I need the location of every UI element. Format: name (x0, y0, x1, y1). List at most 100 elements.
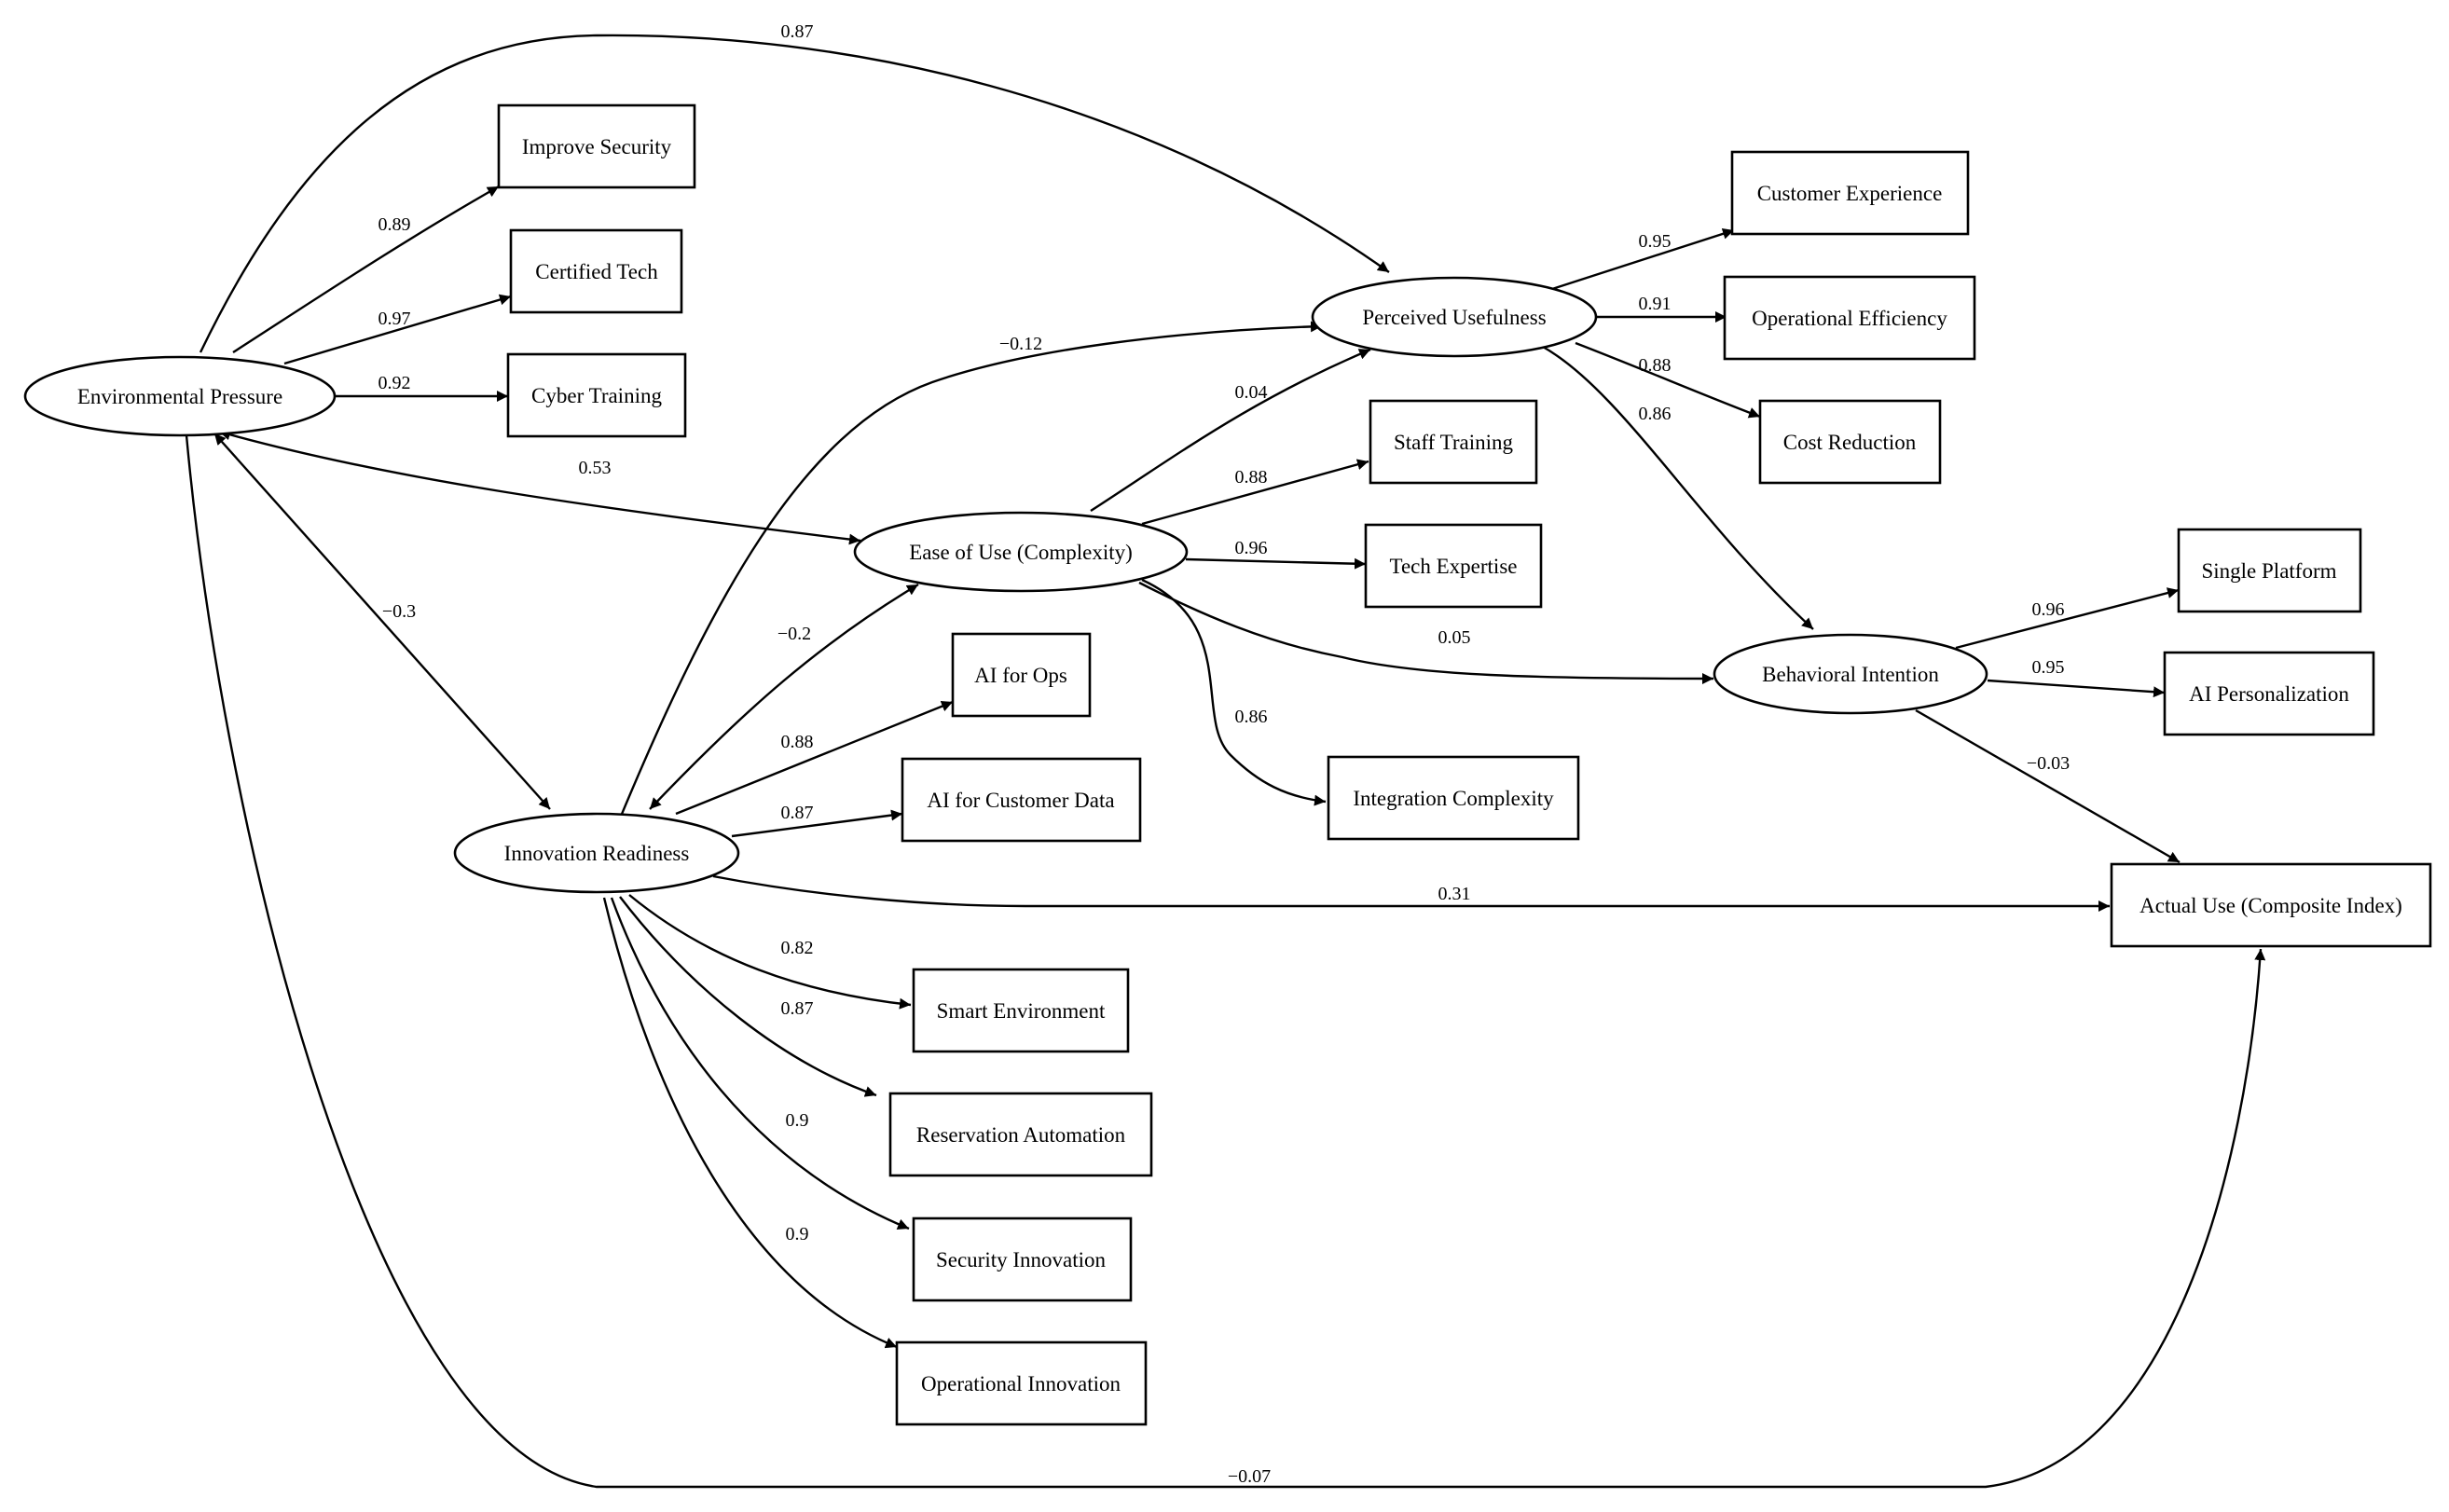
edge-label-innovation-readiness-ease-of-use: −0.2 (777, 624, 811, 644)
node-cost-reduction[interactable]: Cost Reduction (1758, 399, 1942, 485)
edge-innovation-readiness-to-actual-use (712, 874, 2110, 912)
indicator-nodes: Improve Security Certified Tech Cyber Tr… (497, 103, 2432, 1426)
node-actual-use[interactable]: Actual Use (Composite Index) (2110, 862, 2432, 948)
node-label-smart-environment: Smart Environment (937, 999, 1106, 1023)
node-operational-innovation[interactable]: Operational Innovation (895, 1340, 1148, 1426)
node-ease-of-use[interactable]: Ease of Use (Complexity) (853, 511, 1189, 593)
edge-innovation-readiness-to-security-innovation (610, 897, 910, 1230)
edge-behavioral-intention-to-actual-use (1915, 708, 2181, 864)
node-cyber-training[interactable]: Cyber Training (506, 352, 687, 438)
node-ai-personalization[interactable]: AI Personalization (2163, 651, 2375, 736)
edge-label-innovation-readiness-to-security-innovation: 0.9 (786, 1110, 809, 1131)
edge-perceived-usefulness-to-behavioral-intention (1542, 345, 1814, 630)
node-label-actual-use: Actual Use (Composite Index) (2139, 894, 2402, 917)
edge-ease-of-use-to-perceived-usefulness (1090, 348, 1371, 513)
node-label-improve-security: Improve Security (522, 135, 672, 158)
edge-ease-of-use-to-behavioral-intention (1138, 581, 1714, 684)
edge-label-ease-of-use-to-tech-expertise: 0.96 (1235, 538, 1268, 558)
edge-label-perceived-usefulness-to-customer-experience: 0.95 (1639, 231, 1672, 252)
edge-innovation-readiness-to-smart-environment (628, 894, 912, 1010)
edge-innovation-readiness-to-ai-for-ops (675, 700, 954, 816)
edge-label-perceived-usefulness-to-behavioral-intention: 0.86 (1639, 404, 1672, 424)
node-label-perceived-usefulness: Perceived Usefulness (1362, 306, 1546, 329)
edge-label-behavioral-intention-to-single-platform: 0.96 (2032, 599, 2065, 620)
node-ai-for-ops[interactable]: AI for Ops (951, 632, 1092, 718)
edge-label-ease-of-use-to-integration-complexity: 0.86 (1235, 707, 1268, 727)
node-tech-expertise[interactable]: Tech Expertise (1364, 523, 1543, 609)
node-perceived-usefulness[interactable]: Perceived Usefulness (1311, 276, 1598, 358)
edge-innovation-readiness-to-operational-innovation (602, 897, 898, 1349)
edge-label-innovation-readiness-to-reservation-automation: 0.87 (781, 998, 814, 1019)
edge-env-pressure-ease-of-use-covariance (218, 429, 861, 545)
edge-label-innovation-readiness-to-ai-for-customer-data: 0.87 (781, 803, 814, 823)
edge-label-innovation-readiness-to-perceived-usefulness: −0.12 (999, 334, 1042, 354)
edge-label-innovation-readiness-to-operational-innovation: 0.9 (786, 1224, 809, 1244)
node-label-security-innovation: Security Innovation (936, 1248, 1107, 1271)
node-customer-experience[interactable]: Customer Experience (1730, 150, 1970, 236)
edge-label-env-pressure-ease-of-use: 0.53 (579, 458, 612, 478)
edge-label-env-pressure-to-improve-security: 0.89 (378, 214, 411, 235)
edge-env-pressure-innovation-readiness-covariance (213, 433, 551, 810)
node-operational-efficiency[interactable]: Operational Efficiency (1723, 275, 1976, 361)
edge-label-env-pressure-to-certified-tech: 0.97 (378, 309, 411, 329)
edge-label-env-pressure-to-cyber-training: 0.92 (378, 373, 411, 393)
node-behavioral-intention[interactable]: Behavioral Intention (1713, 633, 1988, 715)
node-improve-security[interactable]: Improve Security (497, 103, 696, 189)
node-label-ai-for-ops: AI for Ops (974, 664, 1067, 687)
latent-nodes: Environmental Pressure Innovation Readin… (23, 276, 1988, 894)
edge-behavioral-intention-to-ai-personalization (1987, 679, 2166, 698)
edge-label-ease-of-use-to-perceived-usefulness: 0.04 (1235, 382, 1268, 403)
edge-behavioral-intention-to-single-platform (1955, 587, 2180, 650)
node-label-customer-experience: Customer Experience (1757, 182, 1943, 205)
node-label-innovation-readiness: Innovation Readiness (504, 842, 690, 865)
node-label-environmental-pressure: Environmental Pressure (77, 385, 282, 408)
node-label-operational-innovation: Operational Innovation (921, 1372, 1121, 1395)
node-label-ease-of-use: Ease of Use (Complexity) (909, 541, 1133, 564)
edge-env-pressure-to-perceived-usefulness (199, 34, 1390, 353)
node-label-certified-tech: Certified Tech (535, 260, 658, 283)
node-label-integration-complexity: Integration Complexity (1353, 787, 1554, 810)
node-label-ai-for-customer-data: AI for Customer Data (927, 789, 1114, 812)
edge-label-env-pressure-innovation-readiness: −0.3 (382, 601, 416, 622)
node-label-tech-expertise: Tech Expertise (1390, 555, 1518, 578)
edge-ease-of-use-to-integration-complexity (1141, 578, 1327, 806)
edge-innovation-readiness-to-ai-for-customer-data (731, 809, 903, 838)
edge-label-env-pressure-to-perceived-usefulness: 0.87 (781, 21, 814, 42)
node-certified-tech[interactable]: Certified Tech (509, 228, 683, 314)
node-ai-for-customer-data[interactable]: AI for Customer Data (901, 757, 1142, 843)
node-single-platform[interactable]: Single Platform (2177, 528, 2362, 613)
edge-ease-of-use-to-tech-expertise (1185, 557, 1367, 570)
edge-label-behavioral-intention-to-ai-personalization: 0.95 (2032, 657, 2065, 678)
edge-env-pressure-to-improve-security (232, 185, 500, 354)
edge-label-ease-of-use-to-behavioral-intention: 0.05 (1438, 627, 1471, 648)
edge-env-pressure-to-certified-tech (283, 294, 512, 365)
edge-ease-of-use-to-staff-training (1141, 459, 1369, 526)
node-reservation-automation[interactable]: Reservation Automation (888, 1092, 1153, 1177)
edge-label-ease-of-use-to-staff-training: 0.88 (1235, 467, 1268, 488)
node-label-staff-training: Staff Training (1394, 431, 1514, 454)
edge-innovation-readiness-to-reservation-automation (619, 896, 877, 1097)
edge-innovation-readiness-ease-of-use-covariance (649, 583, 919, 810)
edges (185, 34, 2266, 1489)
edge-label-innovation-readiness-to-smart-environment: 0.82 (781, 938, 814, 958)
node-label-operational-efficiency: Operational Efficiency (1752, 307, 1947, 330)
node-label-ai-personalization: AI Personalization (2189, 682, 2349, 706)
edge-env-pressure-to-actual-use (185, 434, 2266, 1489)
node-label-cost-reduction: Cost Reduction (1783, 431, 1917, 454)
node-label-reservation-automation: Reservation Automation (916, 1123, 1126, 1147)
edge-perceived-usefulness-to-cost-reduction (1575, 341, 1761, 419)
node-label-single-platform: Single Platform (2201, 559, 2336, 583)
node-environmental-pressure[interactable]: Environmental Pressure (23, 355, 337, 437)
edge-label-innovation-readiness-to-actual-use: 0.31 (1438, 884, 1471, 904)
node-smart-environment[interactable]: Smart Environment (912, 968, 1130, 1053)
edge-labels: 0.87 0.89 0.97 0.92 0.53 −0.3 −0.07 −0.1… (378, 21, 2071, 1487)
edge-label-env-pressure-to-actual-use: −0.07 (1228, 1466, 1271, 1487)
node-innovation-readiness[interactable]: Innovation Readiness (453, 812, 740, 894)
node-security-innovation[interactable]: Security Innovation (912, 1216, 1133, 1302)
edge-label-perceived-usefulness-to-operational-efficiency: 0.91 (1639, 294, 1672, 314)
edge-label-perceived-usefulness-to-cost-reduction: 0.88 (1639, 355, 1672, 376)
node-staff-training[interactable]: Staff Training (1369, 399, 1538, 485)
node-label-behavioral-intention: Behavioral Intention (1762, 663, 1939, 686)
node-integration-complexity[interactable]: Integration Complexity (1327, 755, 1580, 841)
